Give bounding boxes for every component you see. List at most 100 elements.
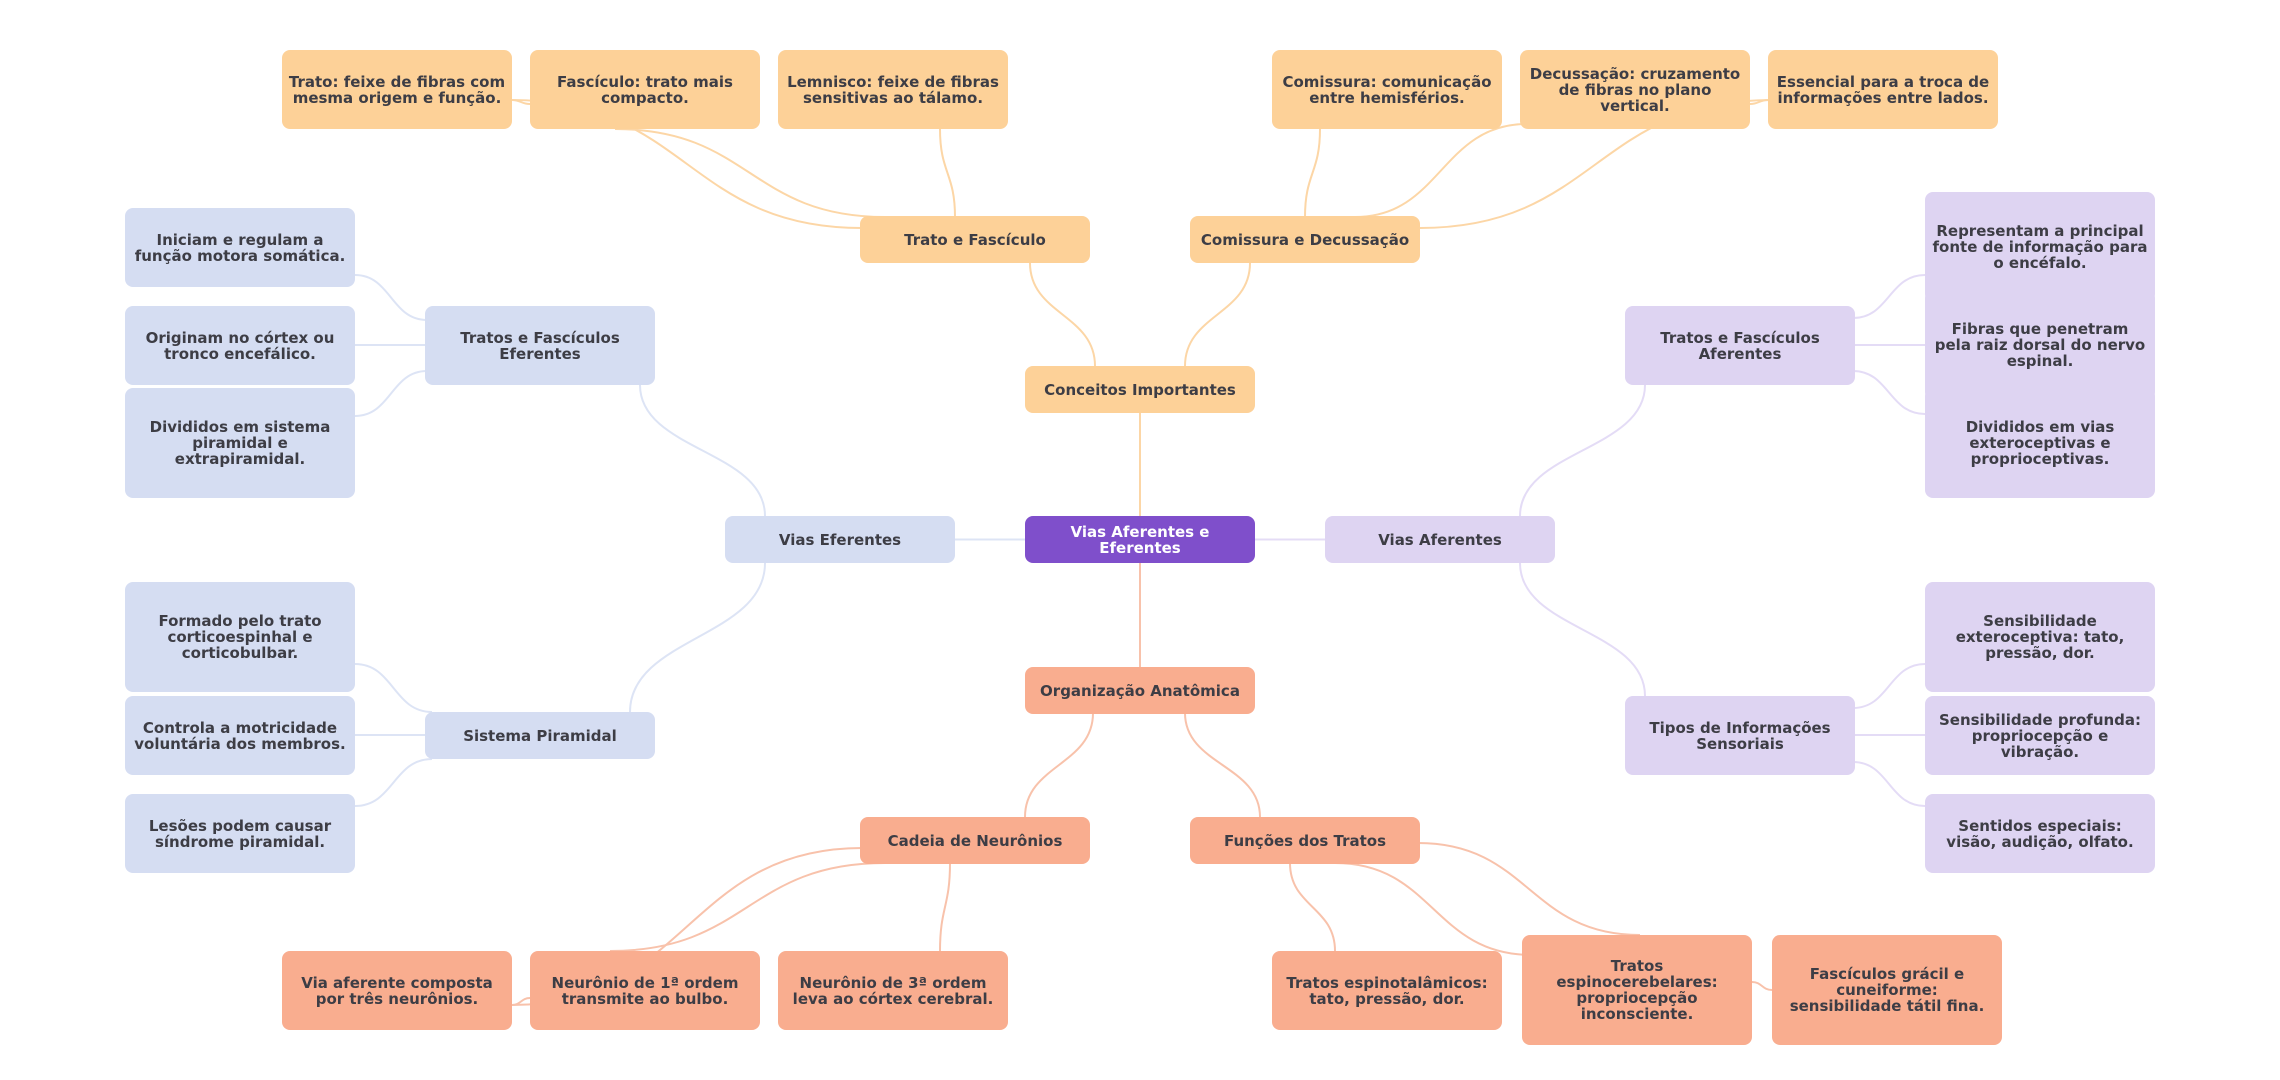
leaf-label: Essencial para a troca de informações en… [1776,72,1990,107]
connector-decussacao-troca-leaves [1749,99,1769,105]
subbranch-cadeia-neuronios[interactable]: Cadeia de Neurônios [860,817,1090,864]
leaf-sindrome-piramidal[interactable]: Lesões podem causar síndrome piramidal. [125,794,355,873]
subbranch-label: Comissura e Decussação [1200,230,1410,249]
branch-label: Conceitos Importantes [1044,380,1236,399]
connector-subbranch-comissura-decussacao-to-leaf-comissura [1304,128,1321,218]
leaf-label: Comissura: comunicação entre hemisférios… [1282,72,1492,107]
leaf-troca-informacoes[interactable]: Essencial para a troca de informações en… [1768,50,1998,129]
leaf-label: Lesões podem causar síndrome piramidal. [148,816,332,851]
leaf-label: Trato: feixe de fibras com mesma origem … [288,72,506,107]
leaf-label: Neurônio de 1ª ordem transmite ao bulbo. [551,973,739,1008]
connector-branch-conceitos-importantes-to-subbranch-trato-fasciculo [1029,262,1096,367]
leaf-label: Tratos espinocerebelares: propriocepção … [1556,957,1718,1023]
root-node-label: Vias Aferentes e Eferentes [1070,522,1210,557]
subbranch-label: Tratos e Fascículos Aferentes [1660,328,1820,363]
subbranch-funcoes-tratos[interactable]: Funções dos Tratos [1190,817,1420,864]
leaf-label: Fascículos grácil e cuneiforme: sensibil… [1789,965,1985,1015]
leaf-comissura[interactable]: Comissura: comunicação entre hemisférios… [1272,50,1502,129]
leaf-origem-cortex[interactable]: Originam no córtex ou tronco encefálico. [125,306,355,385]
connector-branch-conceitos-importantes-to-subbranch-comissura-decussacao [1184,262,1251,367]
subbranch-label: Tipos de Informações Sensoriais [1649,718,1831,753]
connector-subbranch-tratos-eferentes-to-leaf-funcao-motora [354,274,428,321]
connector-branch-vias-aferentes-to-subbranch-tipos-sensoriais [1519,562,1646,697]
root-node[interactable]: Vias Aferentes e Eferentes [1025,516,1255,563]
leaf-tres-neuronios[interactable]: Via aferente composta por três neurônios… [282,951,512,1030]
branch-vias-aferentes[interactable]: Vias Aferentes [1325,516,1555,563]
leaf-label: Lemnisco: feixe de fibras sensitivas ao … [787,72,999,107]
leaf-funcao-motora[interactable]: Iniciam e regulam a função motora somáti… [125,208,355,287]
connector-subbranch-sistema-piramidal-to-leaf-sindrome-piramidal [354,758,433,807]
leaf-vias-exteroceptivas[interactable]: Divididos em vias exteroceptivas e propr… [1925,388,2155,498]
connector-branch-vias-aferentes-to-subbranch-tratos-aferentes [1519,384,1646,517]
leaf-label: Divididos em sistema piramidal e extrapi… [149,418,331,468]
connector-subbranch-funcoes-tratos-to-leaf-fasciculos-gracil-cuneiforme [1417,842,1641,936]
subbranch-trato-fasciculo[interactable]: Trato e Fascículo [860,216,1090,263]
leaf-corticoespinhal[interactable]: Formado pelo trato corticoespinhal e cor… [125,582,355,692]
leaf-espinotalamicos[interactable]: Tratos espinotalâmicos: tato, pressão, d… [1272,951,1502,1030]
subbranch-label: Funções dos Tratos [1223,831,1387,850]
connector-branch-vias-eferentes-to-subbranch-tratos-eferentes [639,384,766,517]
connector-espinocerebelares-fasciculos [1751,981,1773,991]
leaf-fasciculo[interactable]: Fascículo: trato mais compacto. [530,50,760,129]
leaf-label: Decussação: cruzamento de fibras no plan… [1529,64,1741,115]
subbranch-sistema-piramidal[interactable]: Sistema Piramidal [425,712,655,759]
leaf-label: Controla a motricidade voluntária dos me… [134,718,346,753]
connector-subbranch-sistema-piramidal-to-leaf-corticoespinhal [354,663,433,713]
leaf-fonte-informacao[interactable]: Representam a principal fonte de informa… [1925,192,2155,302]
connector-subbranch-funcoes-tratos-to-leaf-espinocerebelares [1334,862,1533,956]
subbranch-label: Cadeia de Neurônios [887,831,1063,850]
leaf-decussacao[interactable]: Decussação: cruzamento de fibras no plan… [1520,50,1750,129]
leaf-lemnisco[interactable]: Lemnisco: feixe de fibras sensitivas ao … [778,50,1008,129]
leaf-raiz-dorsal[interactable]: Fibras que penetram pela raiz dorsal do … [1925,290,2155,400]
connector-subbranch-tratos-eferentes-to-leaf-divisao-sistemas [354,370,428,417]
leaf-espinocerebelares[interactable]: Tratos espinocerebelares: propriocepção … [1522,935,1752,1045]
branch-organizacao-anatomica[interactable]: Organização Anatômica [1025,667,1255,714]
subbranch-tipos-sensoriais[interactable]: Tipos de Informações Sensoriais [1625,696,1855,775]
leaf-label: Fascículo: trato mais compacto. [557,72,733,107]
connector-subbranch-trato-fasciculo-to-leaf-fasciculo [614,128,886,218]
leaf-label: Originam no córtex ou tronco encefálico. [145,328,335,363]
connector-branch-organizacao-anatomica-to-subbranch-funcoes-tratos [1184,712,1261,818]
leaf-label: Divididos em vias exteroceptivas e propr… [1965,418,2115,468]
branch-vias-eferentes[interactable]: Vias Eferentes [725,516,955,563]
connector-subbranch-cadeia-neuronios-to-leaf-neuronio-terceira-ordem [939,862,951,952]
subbranch-tratos-aferentes[interactable]: Tratos e Fascículos Aferentes [1625,306,1855,385]
connector-trato-fasciculo-leaves [511,99,531,105]
connector-tres-primeira-leaves [511,997,531,1006]
leaf-label: Fibras que penetram pela raiz dorsal do … [1934,320,2146,370]
leaf-label: Via aferente composta por três neurônios… [301,973,493,1008]
leaf-motricidade[interactable]: Controla a motricidade voluntária dos me… [125,696,355,775]
subbranch-label: Trato e Fascículo [904,230,1046,249]
connector-subbranch-tipos-sensoriais-to-leaf-sensibilidade-exteroceptiva [1852,663,1926,709]
subbranch-label: Sistema Piramidal [463,726,617,745]
connector-branch-organizacao-anatomica-to-subbranch-cadeia-neuronios [1024,712,1094,818]
branch-label: Vias Aferentes [1378,530,1502,549]
connector-subbranch-tratos-aferentes-to-leaf-vias-exteroceptivas [1852,370,1926,415]
leaf-neuronio-terceira-ordem[interactable]: Neurônio de 3ª ordem leva ao córtex cere… [778,951,1008,1030]
connector-subbranch-cadeia-neuronios-to-leaf-neuronio-primeira-ordem [609,862,886,952]
connector-subbranch-funcoes-tratos-to-leaf-espinotalamicos [1289,862,1336,952]
leaf-divisao-sistemas[interactable]: Divididos em sistema piramidal e extrapi… [125,388,355,498]
leaf-label: Sensibilidade profunda: propriocepção e … [1938,710,2142,761]
subbranch-comissura-decussacao[interactable]: Comissura e Decussação [1190,216,1420,263]
leaf-trato[interactable]: Trato: feixe de fibras com mesma origem … [282,50,512,129]
leaf-label: Iniciam e regulam a função motora somáti… [134,230,346,265]
leaf-label: Tratos espinotalâmicos: tato, pressão, d… [1286,973,1488,1008]
connector-subbranch-tratos-aferentes-to-leaf-fonte-informacao [1852,274,1926,319]
leaf-label: Neurônio de 3ª ordem leva ao córtex cere… [792,973,994,1008]
leaf-fasciculos-gracil-cuneiforme[interactable]: Fascículos grácil e cuneiforme: sensibil… [1772,935,2002,1045]
subbranch-label: Tratos e Fascículos Eferentes [460,328,620,363]
leaf-sentidos-especiais[interactable]: Sentidos especiais: visão, audição, olfa… [1925,794,2155,873]
connector-subbranch-comissura-decussacao-to-leaf-decussacao [1354,123,1528,218]
branch-label: Vias Eferentes [778,530,902,549]
subbranch-tratos-eferentes[interactable]: Tratos e Fascículos Eferentes [425,306,655,385]
leaf-sensibilidade-profunda[interactable]: Sensibilidade profunda: propriocepção e … [1925,696,2155,775]
connector-subbranch-trato-fasciculo-to-leaf-lemnisco [939,128,956,218]
branch-conceitos-importantes[interactable]: Conceitos Importantes [1025,366,1255,413]
leaf-label: Sentidos especiais: visão, audição, olfa… [1946,816,2134,851]
leaf-label: Formado pelo trato corticoespinhal e cor… [158,612,322,662]
leaf-neuronio-primeira-ordem[interactable]: Neurônio de 1ª ordem transmite ao bulbo. [530,951,760,1030]
leaf-sensibilidade-exteroceptiva[interactable]: Sensibilidade exteroceptiva: tato, press… [1925,582,2155,692]
branch-label: Organização Anatômica [1040,681,1240,700]
